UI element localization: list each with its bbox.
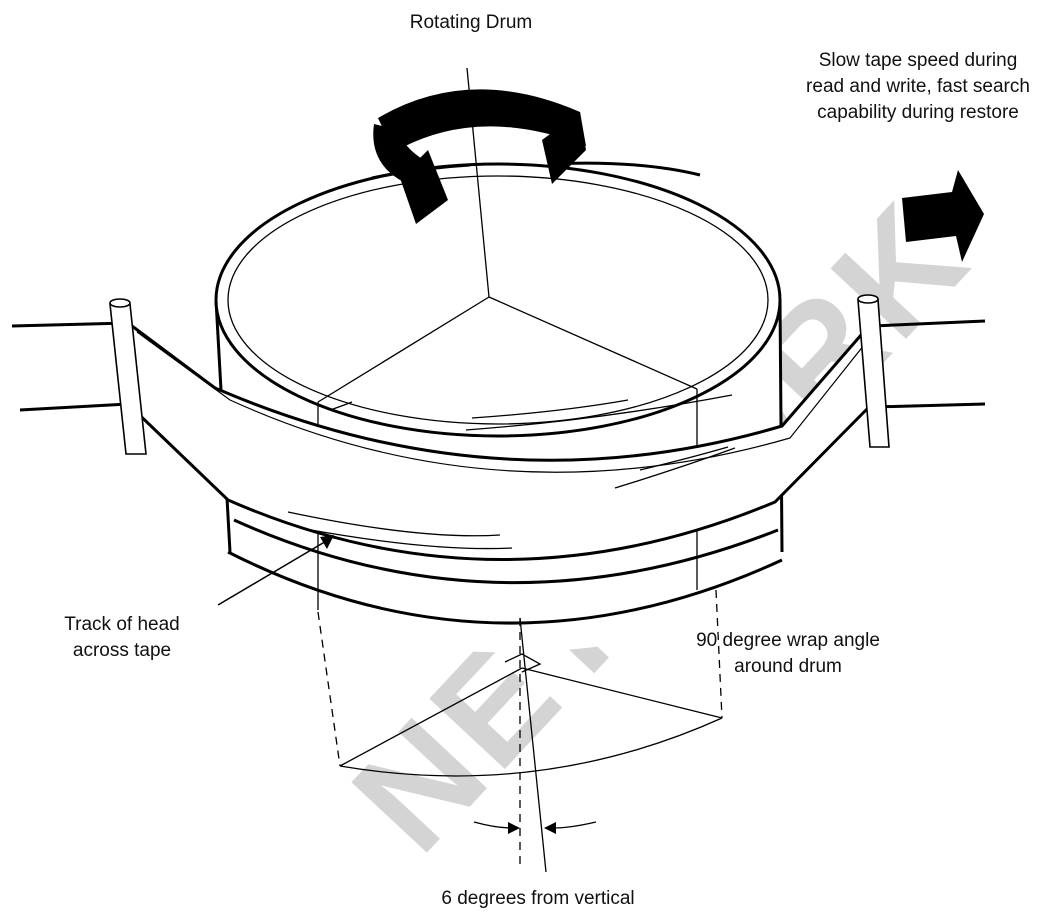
label-tape-speed-line3: capability during restore (817, 102, 1019, 123)
label-track-line2: across tape (73, 640, 171, 661)
drum-top-inner-ring (227, 175, 769, 425)
label-rotating-drum: Rotating Drum (410, 12, 533, 33)
tape-band-fill (128, 323, 868, 560)
label-tape-speed-line2: read and write, fast search (806, 76, 1030, 97)
label-degrees: 6 degrees from vertical (441, 888, 634, 909)
rotating-drum (214, 67, 784, 653)
label-tape-speed-line1: Slow tape speed during (819, 50, 1018, 71)
tape-guide-right (857, 294, 890, 448)
track-leader-arrow (217, 535, 334, 606)
drum-top (214, 162, 782, 438)
label-track-line1: Track of head (64, 614, 179, 635)
tape-band (126, 321, 870, 625)
drum-lower-rim (227, 550, 783, 625)
rotation-arrow-icon (373, 89, 586, 224)
label-wrap-line2: around drum (734, 656, 842, 677)
tape-guide-left (109, 298, 147, 455)
head-track-lines (287, 446, 736, 550)
angle-measure-arrows (473, 821, 597, 834)
label-wrap-line1: 90 degree wrap angle (696, 630, 880, 651)
tape-right-segment (872, 319, 986, 409)
drum-highlight-arcs (329, 394, 733, 431)
tape-left-segment (11, 321, 129, 412)
tape-direction-arrow-icon (902, 170, 984, 262)
